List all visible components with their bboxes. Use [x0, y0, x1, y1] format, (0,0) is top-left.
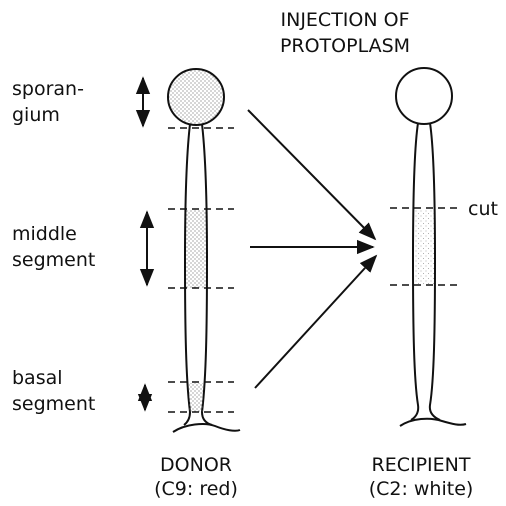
injection-arrow-basal: [255, 256, 376, 388]
donor-base: [173, 424, 240, 432]
injection-arrow-sporangium: [248, 110, 375, 239]
donor-sporangiophore: [168, 69, 240, 432]
title-line-2: PROTOPLASM: [280, 35, 410, 57]
label-middle-2: segment: [12, 249, 95, 271]
title-line-1: INJECTION OF: [281, 9, 410, 31]
recipient-name: RECIPIENT: [372, 454, 471, 476]
recipient-sporangiophore: [396, 68, 466, 426]
recipient-sporangium: [396, 68, 452, 124]
label-sporangium-2: gium: [12, 104, 60, 126]
donor-strain: (C9: red): [154, 478, 238, 500]
label-cut: cut: [468, 198, 498, 220]
label-sporangium-1: sporan-: [12, 78, 84, 100]
recipient-base: [400, 419, 466, 426]
label-middle-1: middle: [12, 223, 77, 245]
recipient-strain: (C2: white): [369, 478, 474, 500]
donor-basal-segment-fill: [189, 383, 203, 412]
donor-sporangium: [168, 69, 224, 125]
recipient-cut-segment-fill: [414, 210, 434, 284]
label-basal-1: basal: [12, 367, 63, 389]
label-basal-2: segment: [12, 393, 95, 415]
donor-name: DONOR: [160, 454, 232, 476]
donor-middle-segment-fill: [186, 210, 206, 288]
